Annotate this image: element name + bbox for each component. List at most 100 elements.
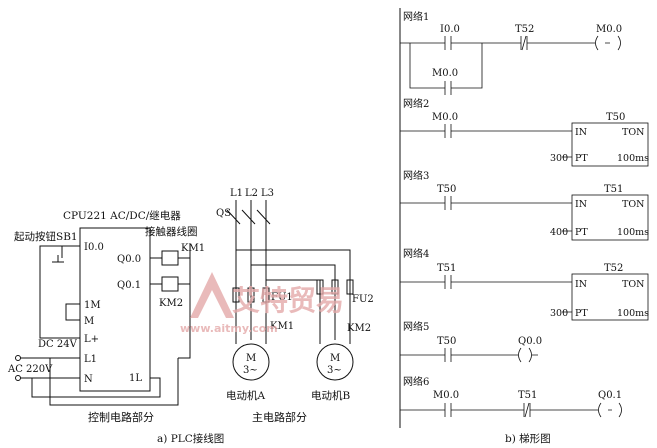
motor-b-label: 电动机B	[311, 389, 350, 402]
n2-in: IN	[575, 127, 587, 138]
km1-coil	[161, 250, 179, 266]
motor-b-symbol	[316, 343, 354, 381]
n2-timer-box	[571, 122, 649, 167]
n1-contact-t52-label: T52	[515, 24, 534, 35]
terminal-1m: 1M	[84, 300, 101, 311]
network-6-label: 网络6	[403, 375, 429, 388]
n4-timer-box	[571, 273, 649, 321]
n2-rung	[400, 124, 572, 158]
plc-wiring-diagram: CPU221 AC/DC/继电器 起动按钮SB1 接触器线圈 I0.0 1M M…	[7, 209, 205, 424]
n6-rung	[400, 402, 612, 418]
n5-coil	[518, 347, 532, 363]
cpu-title: CPU221 AC/DC/继电器	[63, 209, 181, 222]
n2-pt-value: 300	[550, 153, 568, 164]
fu1-fuses	[232, 287, 270, 303]
ac-terminal-l	[15, 355, 21, 361]
n3-pt-value: 400	[550, 227, 568, 238]
contactor-coil-label: 接触器线圈	[145, 225, 198, 238]
n3-in: IN	[575, 199, 587, 210]
network-1-label: 网络1	[403, 10, 429, 23]
control-circuit-caption: 控制电路部分	[88, 410, 154, 424]
network-4-label: 网络4	[403, 247, 429, 260]
ladder-diagram: 网络1 I0.0 T52 M0.0 M0.0 网络2 M0.0 T50 IN T…	[399, 8, 649, 445]
n1-branch-m0-0-label: M0.0	[432, 68, 458, 79]
watermark-text: 艾特贸易	[232, 284, 344, 317]
motor-a-phase: 3~	[243, 365, 258, 376]
output-wiring	[150, 244, 191, 359]
km2-contact-label: KM2	[347, 323, 371, 334]
n4-pt-value: 300	[550, 308, 568, 319]
plc-figure-caption: a) PLC接线图	[157, 432, 224, 445]
terminal-i0-0: I0.0	[84, 242, 104, 253]
phase-l3-label: L3	[261, 188, 274, 199]
n1-contact-i0-0-label: I0.0	[440, 24, 460, 35]
n4-type: TON	[622, 279, 644, 290]
n4-pt: PT	[575, 308, 588, 319]
main-power-circuit: L1 L2 L3 QS FU1 FU2 KM1 KM2 M 3~ M 3~ 电动…	[216, 188, 374, 424]
motor-a-symbol	[232, 343, 270, 381]
terminal-n: N	[84, 374, 93, 385]
ac-terminal-n	[15, 375, 21, 381]
terminal-l1: L1	[84, 354, 97, 365]
motor-b-letter: M	[330, 353, 340, 364]
km2-coil-label: KM2	[159, 298, 183, 309]
motor-b-phase: 3~	[327, 365, 342, 376]
terminal-l-plus: L+	[84, 334, 99, 345]
n1-rung	[400, 35, 610, 89]
terminal-q0-1: Q0.1	[117, 280, 141, 291]
n6-coil-label: Q0.1	[598, 390, 622, 401]
network-3-label: 网络3	[403, 169, 429, 182]
main-circuit-caption: 主电路部分	[252, 410, 307, 424]
n2-contact-label: M0.0	[432, 112, 458, 123]
n6-contact-m0-0-label: M0.0	[433, 390, 459, 401]
n3-pt: PT	[575, 227, 588, 238]
motor-a-letter: M	[246, 353, 256, 364]
n3-unit: 100ms	[617, 227, 649, 238]
ac-220v-label: AC 220V	[7, 364, 53, 375]
watermark-logo-icon	[190, 272, 234, 318]
motor-leads	[235, 318, 351, 344]
qs-label: QS	[216, 208, 231, 219]
n4-timer-name: T52	[604, 263, 623, 274]
n5-rung	[400, 348, 538, 362]
n2-type: TON	[622, 127, 644, 138]
n4-in: IN	[575, 279, 587, 290]
motor-a-label: 电动机A	[226, 389, 265, 402]
n3-timer-box	[571, 194, 649, 241]
sb1-wiring	[39, 245, 80, 339]
network-5-label: 网络5	[403, 320, 429, 333]
terminal-1l: 1L	[129, 373, 142, 384]
n3-type: TON	[622, 199, 644, 210]
terminal-q0-0: Q0.0	[117, 254, 141, 265]
km1-contact-label: KM1	[270, 321, 294, 332]
phase-l2-label: L2	[245, 188, 258, 199]
km1-coil-label: KM1	[181, 243, 205, 254]
n4-contact-label: T51	[437, 263, 456, 274]
n2-pt: PT	[575, 153, 588, 164]
plc-cpu-box	[79, 227, 151, 392]
start-button-label: 起动按钮SB1	[14, 230, 78, 243]
fu2-label: FU2	[352, 294, 374, 305]
n5-coil-label: Q0.0	[518, 336, 542, 347]
n1-coil	[595, 35, 621, 51]
phase-l1-label: L1	[230, 188, 243, 199]
n6-contact-t51-label: T51	[518, 390, 537, 401]
qs-switch	[226, 209, 271, 225]
watermark: 艾特贸易 www.aitmy.com	[180, 272, 344, 335]
watermark-url: www.aitmy.com	[180, 322, 278, 335]
fu1-label: FU1	[271, 292, 293, 303]
n4-unit: 100ms	[617, 308, 649, 319]
n3-timer-name: T51	[604, 184, 623, 195]
n1-branch-contact	[444, 81, 452, 95]
terminal-m: M	[84, 316, 94, 327]
ac-supply-wiring	[20, 357, 179, 406]
n1-coil-m0-0-label: M0.0	[596, 24, 622, 35]
n2-timer-name: T50	[606, 112, 625, 123]
km2-coil	[161, 276, 179, 292]
n5-contact-label: T50	[437, 336, 456, 347]
n3-contact-label: T50	[437, 184, 456, 195]
network-2-label: 网络2	[403, 97, 429, 110]
fu2-fuses	[316, 279, 354, 295]
n2-unit: 100ms	[617, 153, 649, 164]
